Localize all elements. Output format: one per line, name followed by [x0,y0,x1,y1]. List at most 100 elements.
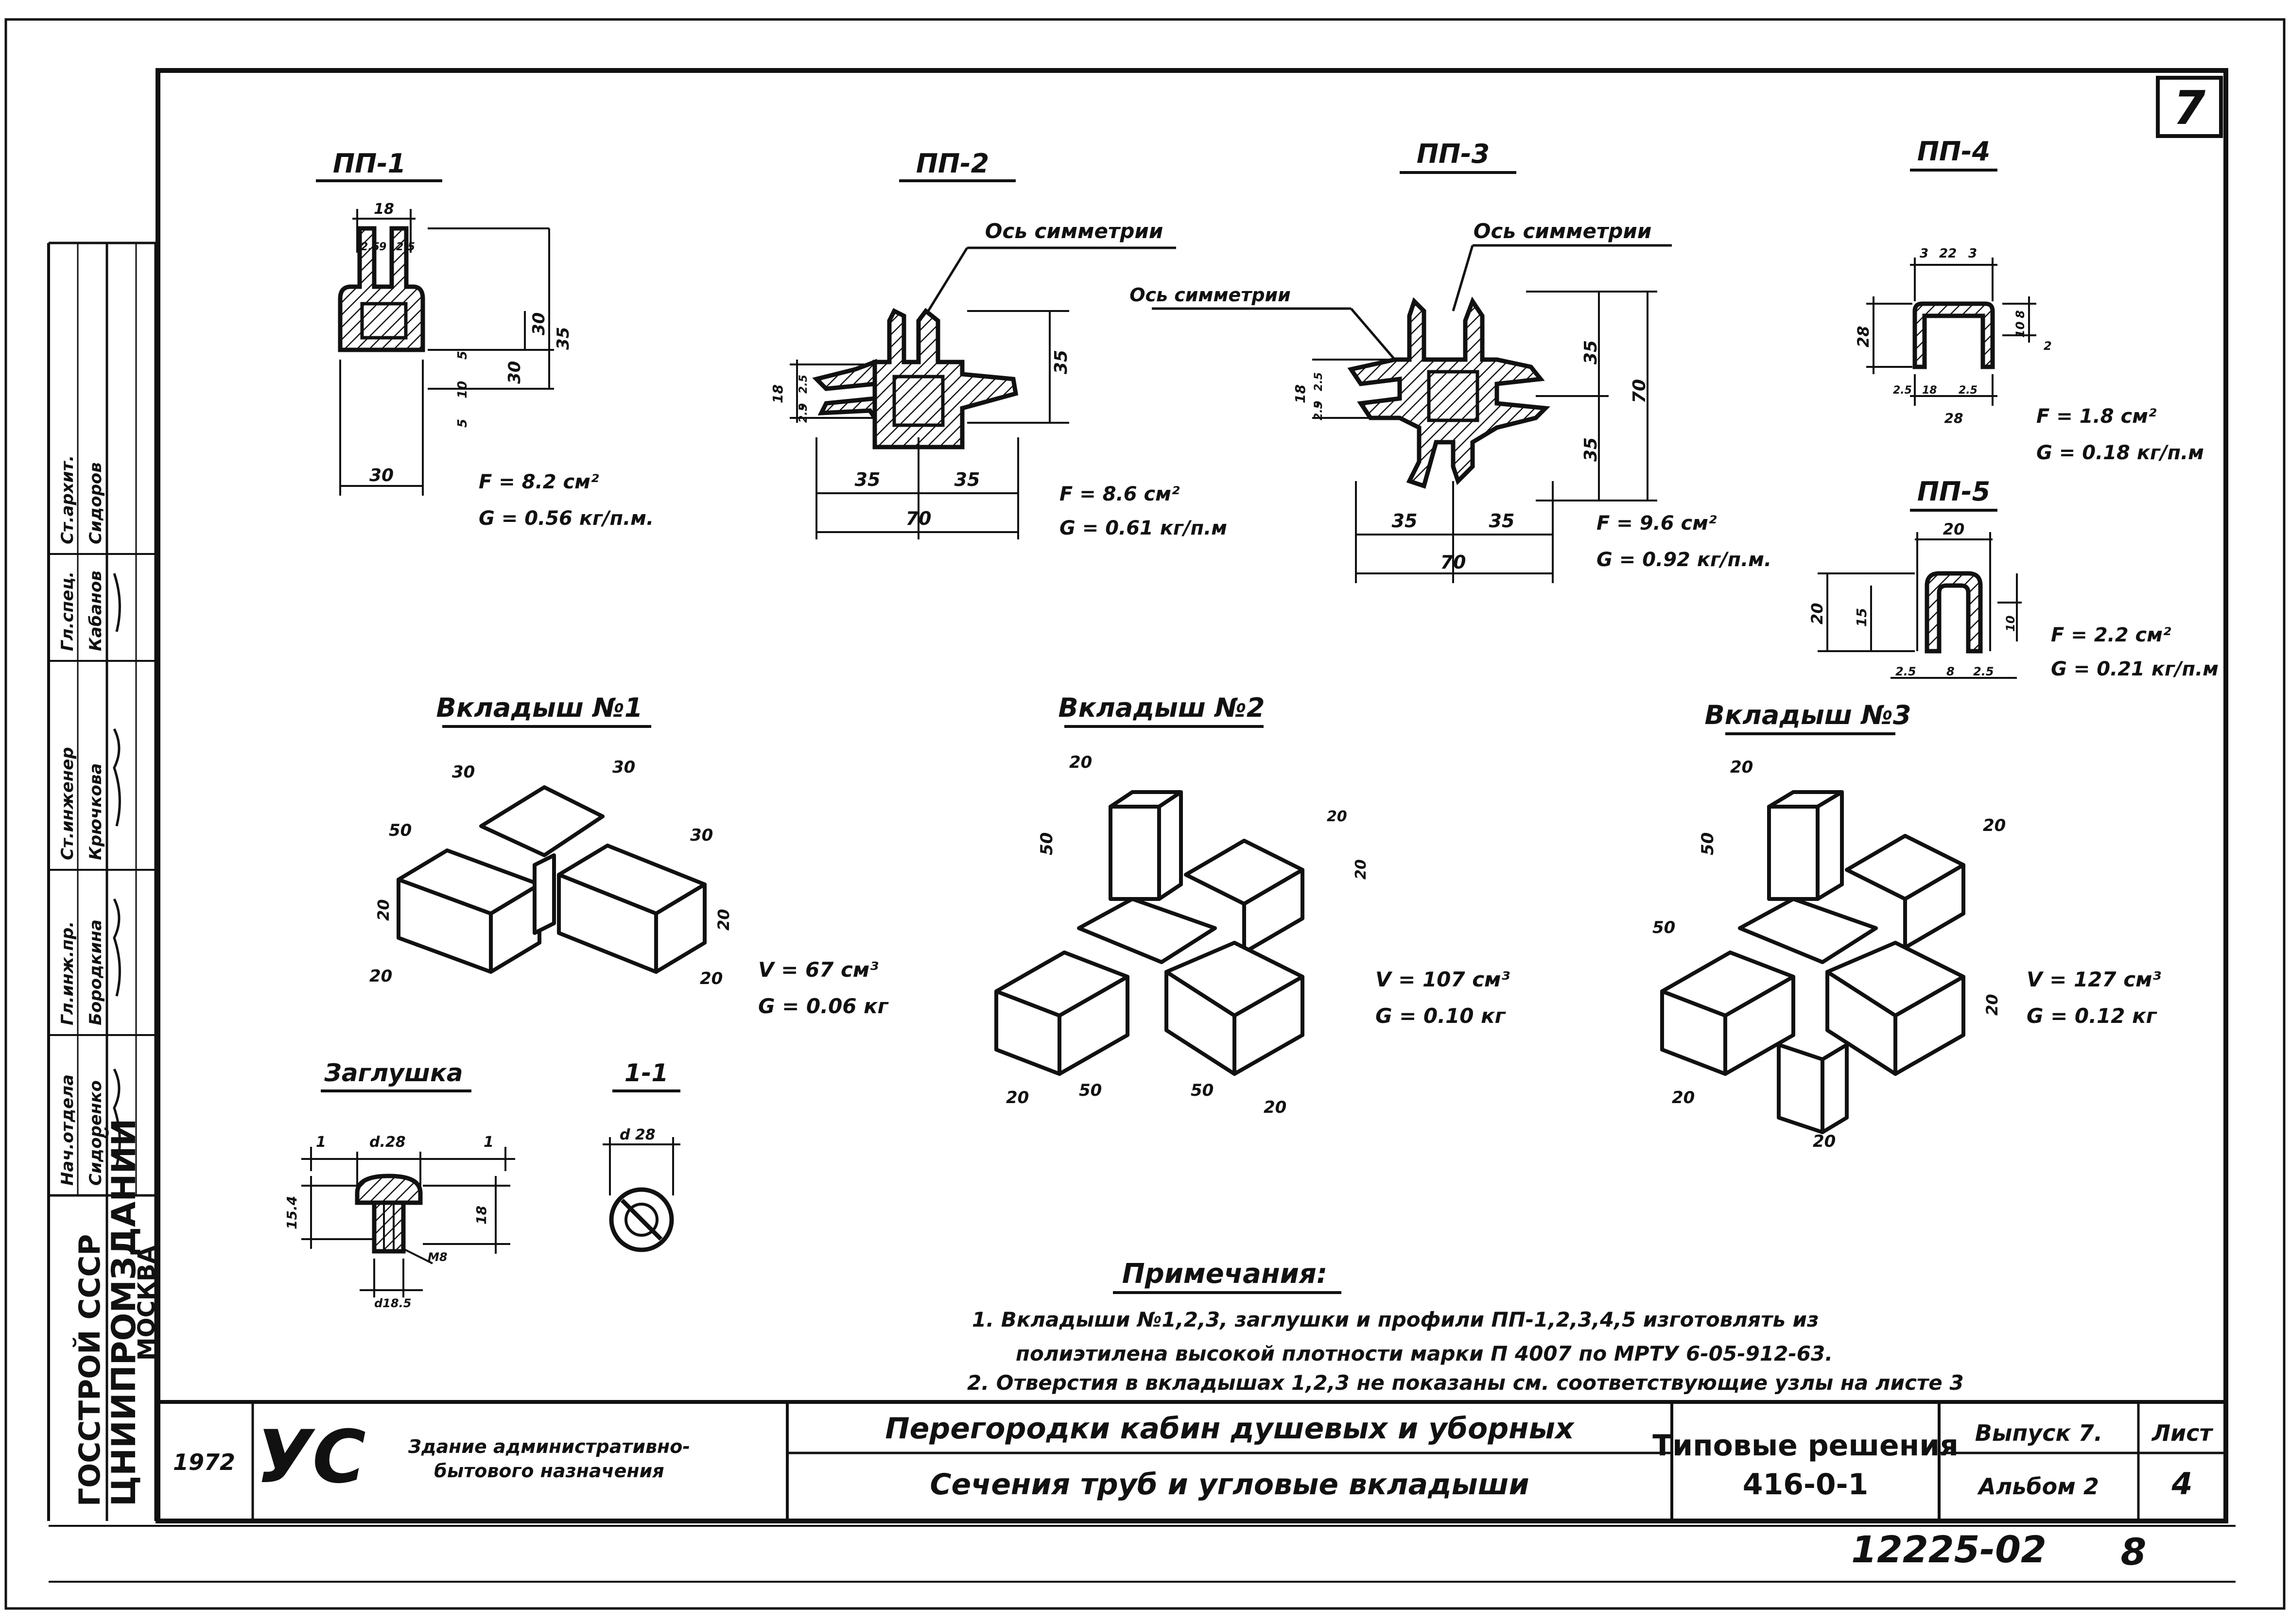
pp5-weight: G = 0.21 кг/п.м [2051,658,2219,680]
v1-dim: 30 [690,826,713,845]
signature [113,728,121,827]
outer-frame [4,18,2286,1610]
pp3-dim: 35 [1581,340,1601,364]
pp4-section [1912,301,1995,369]
pp5-dim: 15 [1854,608,1870,627]
pp5-title: ПП-5 [1917,476,1990,507]
page-number: 7 [2173,82,2205,135]
notes-line-1: 1. Вкладыши №1,2,3, заглушки и профили П… [972,1308,1819,1331]
v2-dim: 20 [1327,808,1347,825]
pp3-dim: 35 [1581,437,1601,462]
pp3-dim: 35 [1392,510,1418,532]
pp1-dim: 35 [554,327,573,350]
v3-volume: V = 127 см³ [2027,967,2161,991]
stamp-name-0: Сидоренко [86,1080,105,1186]
notes: Примечания: 1. Вкладыши №1,2,3, заглушки… [967,1258,1964,1395]
org-text-2: бытового назначения [434,1460,664,1482]
pp4-weight: G = 0.18 кг/п.м [2036,442,2204,464]
plug-dim: 1 [484,1134,494,1151]
signature [113,1068,121,1167]
plug-dim: 15.4 [284,1196,300,1229]
notes-line-2: полиэтилена высокой плотности марки П 40… [1016,1342,1833,1365]
v1-volume: V = 67 см³ [758,958,879,982]
pp4-dim: 22 [1939,246,1957,261]
pp1-dim: 5 [455,419,470,428]
sheet-value: 4 [2171,1466,2192,1502]
plug-dim: d.28 [369,1134,406,1151]
pp5-dim: 10 [2004,616,2017,632]
v1-weight: G = 0.06 кг [758,994,889,1018]
pp1-dim: 30 [529,312,549,335]
v1-dim: 30 [612,758,635,777]
pp4-dim: 2.5 [1893,384,1912,397]
pp3-dim: 2.5 [1313,401,1325,420]
pp4-dim: 18 [1922,384,1937,397]
pp1-title: ПП-1 [333,148,406,179]
stamp-name-3: Кабанов [86,570,105,651]
signature [113,898,121,997]
notes-title: Примечания: [1122,1258,1327,1290]
pp3-dim: 70 [1630,379,1649,403]
pp1-dim: 2.5 [396,241,415,253]
insert-v2: Вкладыш №2 20 50 20 20 20 50 50 20 V = 1… [994,692,1510,1117]
plug-dim: d18.5 [374,1296,411,1310]
pp3-axis-label: Ось симметрии [1474,219,1652,243]
pp3-dim: 18 [1292,384,1308,403]
section-dim: d 28 [620,1126,656,1143]
plug-dim: M8 [428,1250,448,1264]
stamp-role-2: Ст.инженер [58,747,77,860]
pp1-dim: 5 [455,351,470,360]
profile-pp5: ПП-5 20 20 15 10 2.5 8 2.5 F = 2.2 см² G… [1808,476,2219,680]
v3-dim: 20 [1813,1132,1836,1151]
v2-weight: G = 0.10 кг [1375,1004,1507,1028]
org-logo: УС [256,1415,366,1500]
org-text-1: Здание административно- [408,1436,690,1457]
pp2-dim: 35 [1051,350,1071,374]
v2-dim: 20 [1353,859,1370,880]
title-line-1: Перегородки кабин душевых и уборных [885,1412,1575,1446]
v2-dim: 20 [1006,1088,1029,1107]
page-number-box [2156,76,2223,138]
pp5-dim: 2.5 [1895,665,1916,678]
pp3-section [1347,296,1550,489]
pp5-dim: 20 [1808,603,1826,624]
v2-title: Вкладыш №2 [1058,692,1265,723]
v1-dim: 20 [369,967,392,986]
v2-dim: 20 [1264,1098,1286,1117]
pp4-area: F = 1.8 см² [2036,405,2157,428]
pp4-dim: 2.5 [1959,384,1978,397]
v3-dim: 50 [1652,918,1675,937]
v3-dim: 20 [1730,758,1753,777]
plug-dim: 1 [316,1134,326,1151]
pp2-weight: G = 0.61 кг/п.м [1059,517,1227,539]
city-name: МОСКВА [133,1245,160,1361]
series-code: 416-0-1 [1743,1468,1869,1502]
notes-line-3: 2. Отверстия в вкладышах 1,2,3 не показа… [967,1371,1964,1395]
v2-dim: 20 [1069,753,1092,772]
pp1-dim: 10 [455,381,470,398]
pp3-title: ПП-3 [1417,138,1490,169]
pp4-dim: 8 [2013,310,2027,318]
stamp-role-3: Гл.спец. [58,571,77,651]
section-1-1: 1-1 d 28 [603,1059,680,1252]
pp5-area: F = 2.2 см² [2051,624,2171,646]
pp5-dim: 20 [1943,520,1965,538]
album: Альбом 2 [1977,1473,2099,1500]
stamp-role-0: Нач.отдела [58,1074,77,1186]
pp5-dim: 2.5 [1973,665,1994,678]
pp1-dim: 9 [379,241,386,253]
pp4-dim: 3 [1920,246,1928,261]
v3-dim: 50 [1698,832,1718,855]
pp2-area: F = 8.6 см² [1059,483,1180,505]
plug: Заглушка 1 d.28 1 15.4 18 M8 d18.5 [284,1059,515,1310]
pp1-weight: G = 0.56 кг/п.м. [479,507,654,530]
v1-title: Вкладыш №1 [436,692,643,723]
pp2-dim: 2.5 [798,375,810,394]
pp4-title: ПП-4 [1917,136,1990,167]
plug-title: Заглушка [324,1059,463,1087]
pp3-dim: 9 [1313,401,1325,408]
inner-frame [156,68,2228,1523]
signature [113,573,121,632]
pp3-dim: 35 [1489,510,1515,532]
year: 1972 [173,1449,235,1475]
